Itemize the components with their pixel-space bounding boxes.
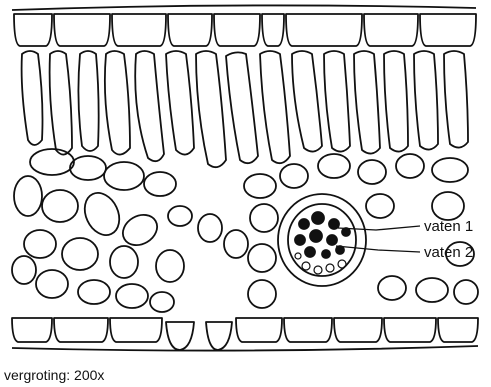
lower-epidermis [12, 318, 478, 350]
upper-cuticle [12, 5, 476, 10]
lower-cuticle [12, 346, 478, 351]
leader-line-vaten-2 [336, 246, 420, 252]
spongy-mesophyll [12, 149, 478, 312]
palisade-layer [22, 51, 468, 167]
label-vaten-2: vaten 2 [424, 245, 473, 260]
vascular-bundle [278, 194, 366, 286]
leader-line-vaten-1 [338, 226, 420, 230]
magnification-caption: vergroting: 200x [4, 368, 104, 382]
xylem-vessels [295, 212, 350, 258]
label-vaten-1: vaten 1 [424, 219, 473, 234]
upper-epidermis [14, 14, 476, 46]
